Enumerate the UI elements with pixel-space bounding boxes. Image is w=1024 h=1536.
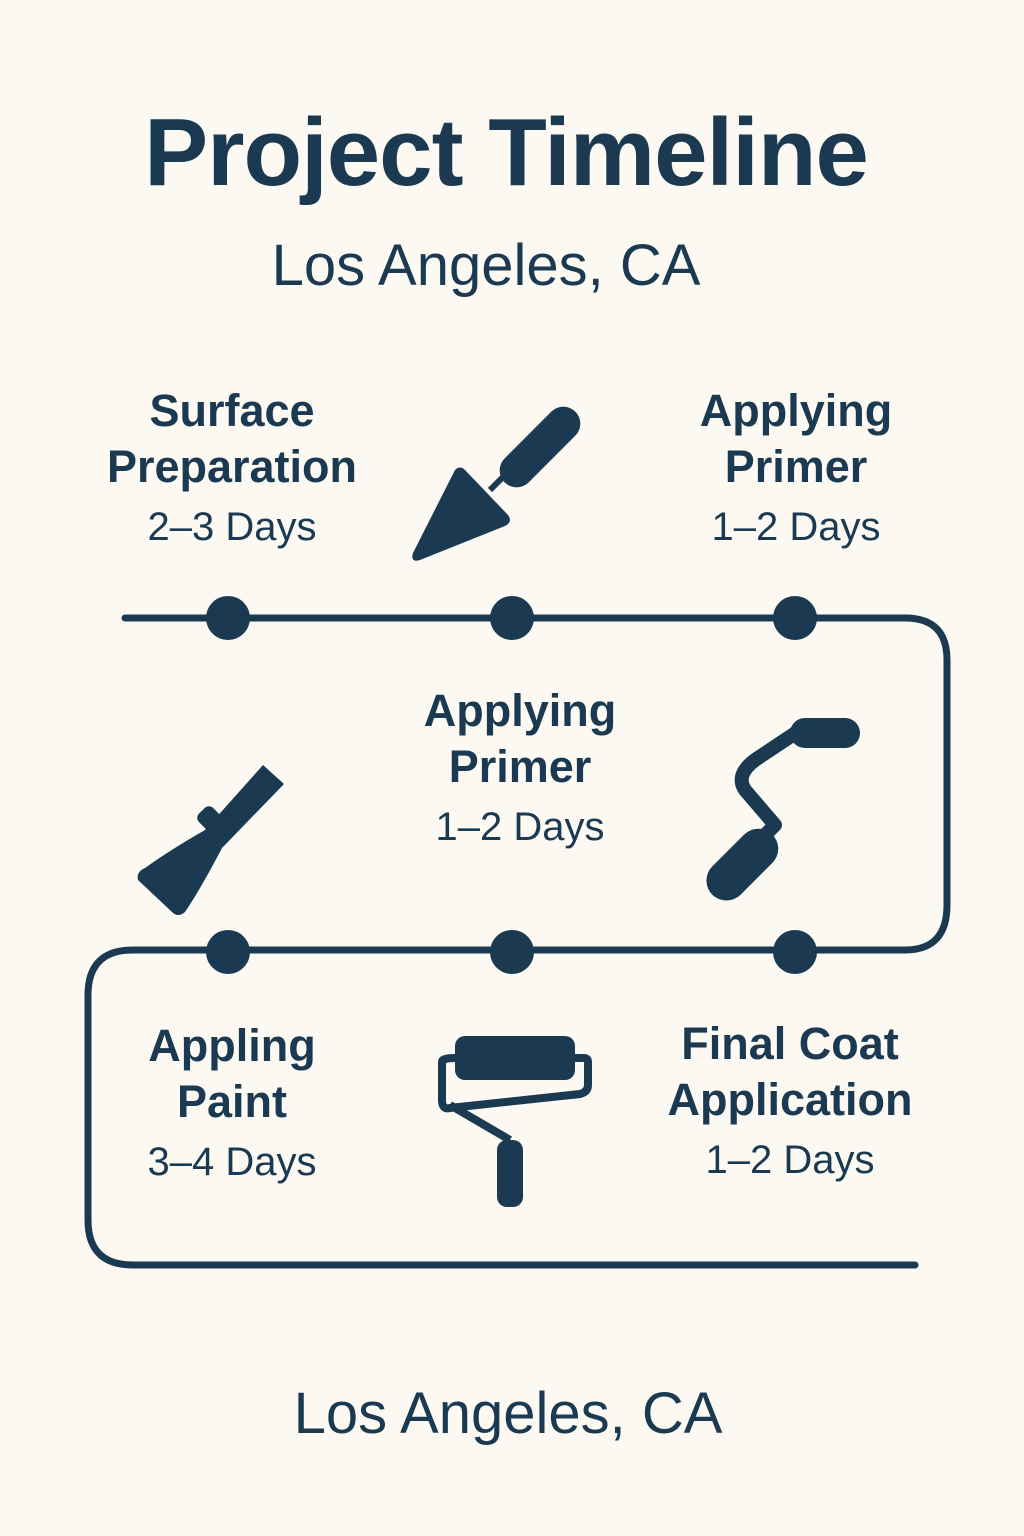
stage-title: Primer xyxy=(724,441,868,492)
stage-duration: 1–2 Days xyxy=(435,805,605,849)
milestone-dot xyxy=(490,930,534,974)
stage-surface-preparation: Surface Preparation 2–3 Days xyxy=(62,383,402,550)
milestone-dot xyxy=(206,930,250,974)
milestone-dot xyxy=(773,930,817,974)
stage-duration: 2–3 Days xyxy=(147,505,317,549)
stage-duration: 1–2 Days xyxy=(705,1138,875,1182)
page-title: Project Timeline xyxy=(144,99,869,206)
footer-location: Los Angeles, CA xyxy=(293,1381,723,1446)
stage-title: Preparation xyxy=(106,441,358,492)
scraper-icon xyxy=(137,765,284,915)
stage-title: Application xyxy=(667,1074,913,1125)
angled-roller-icon xyxy=(706,718,860,901)
page-subtitle: Los Angeles, CA xyxy=(271,233,701,298)
stage-final-coat: Final Coat Application 1–2 Days xyxy=(620,1016,960,1183)
stage-applying-primer-1: Applying Primer 1–2 Days xyxy=(626,383,966,550)
stage-title: Primer xyxy=(448,741,592,792)
stage-duration: 3–4 Days xyxy=(147,1140,317,1184)
stage-title: Paint xyxy=(176,1076,288,1127)
stage-title: Appling xyxy=(148,1020,316,1071)
stage-applying-primer-2: Applying Primer 1–2 Days xyxy=(350,683,690,850)
stage-duration: 1–2 Days xyxy=(711,505,881,549)
stage-title: Applying xyxy=(423,685,617,736)
paint-roller-icon xyxy=(438,1036,592,1207)
milestone-dot xyxy=(206,596,250,640)
milestone-dot xyxy=(490,596,534,640)
stage-title: Applying xyxy=(699,385,893,436)
stage-title: Surface xyxy=(149,385,315,436)
trowel-icon xyxy=(412,406,581,561)
milestone-dot xyxy=(773,596,817,640)
timeline-path xyxy=(84,614,951,1269)
stage-appling-paint: Appling Paint 3–4 Days xyxy=(62,1018,402,1185)
stage-title: Final Coat xyxy=(681,1018,899,1069)
